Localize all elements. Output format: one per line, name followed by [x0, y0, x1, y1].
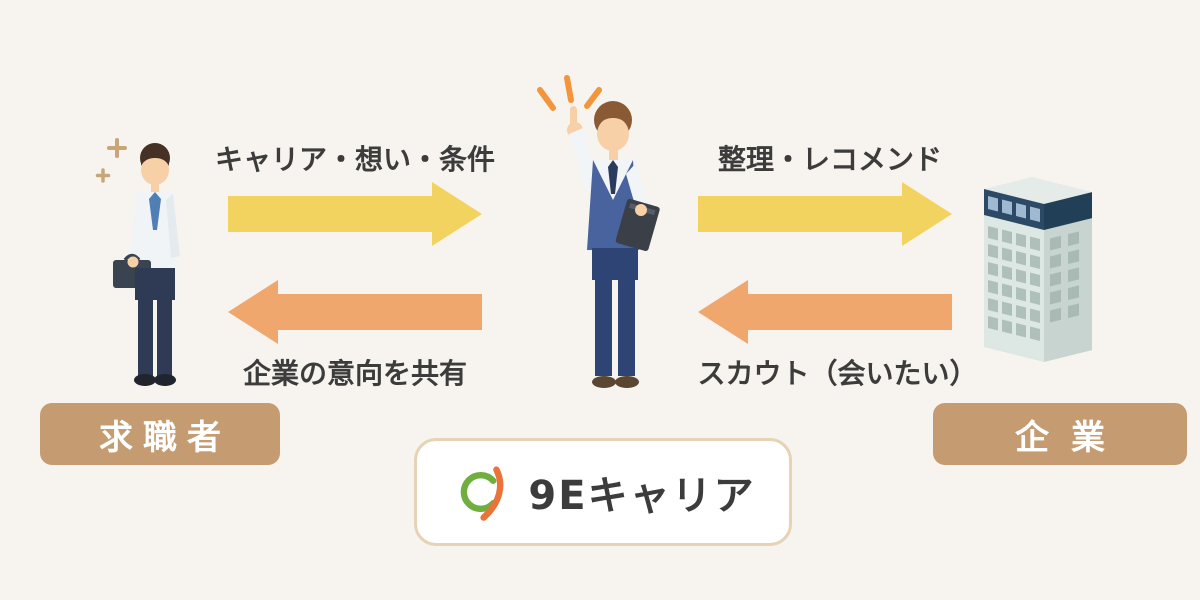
arrow-share-label: 企業の意向を共有: [242, 357, 467, 390]
emphasis-icon: [537, 75, 602, 111]
logo-mark-icon: [461, 466, 504, 521]
job-seeker-illustration: [95, 138, 180, 386]
logo-card: 9Eキャリア: [414, 438, 792, 546]
arrow-recommend-right: [698, 182, 952, 246]
arrow-scout-label: スカウト（会いたい）: [697, 357, 978, 390]
arrow-share-shape: [228, 280, 482, 344]
job-seeker-label: 求職者: [40, 403, 280, 465]
agent-illustration: [537, 75, 660, 388]
arrow-recommend-shape: [698, 182, 952, 246]
arrow-share-left: [228, 280, 482, 344]
arrow-scout-shape: [698, 280, 952, 344]
arrow-career-shape: [228, 182, 482, 246]
logo-text: 9Eキャリア: [528, 473, 756, 519]
company-building-illustration: [984, 177, 1092, 363]
arrow-scout-left: [698, 280, 952, 344]
arrow-recommend-label: 整理・レコメンド: [717, 143, 942, 176]
sparkle-icon: [95, 138, 127, 183]
company-label: 企業: [933, 403, 1187, 465]
arrow-career-label: キャリア・想い・条件: [214, 143, 495, 176]
arrow-career-right: [228, 182, 482, 246]
